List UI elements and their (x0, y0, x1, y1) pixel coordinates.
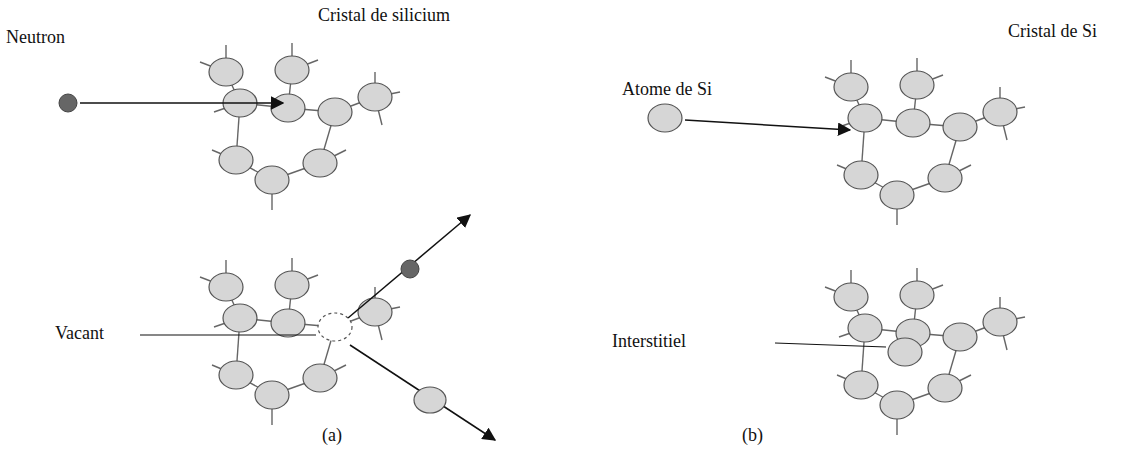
particle-label: Neutron (6, 28, 65, 48)
particle-label: Atome de Si (622, 80, 712, 100)
crystal-label: Cristal de silicium (318, 6, 450, 26)
panel-label: (a) (322, 426, 342, 446)
panel-label: (b) (742, 426, 763, 446)
defect-label: Interstitiel (612, 332, 686, 352)
crystal-label: Cristal de Si (1008, 22, 1097, 42)
defect-label: Vacant (55, 324, 104, 344)
